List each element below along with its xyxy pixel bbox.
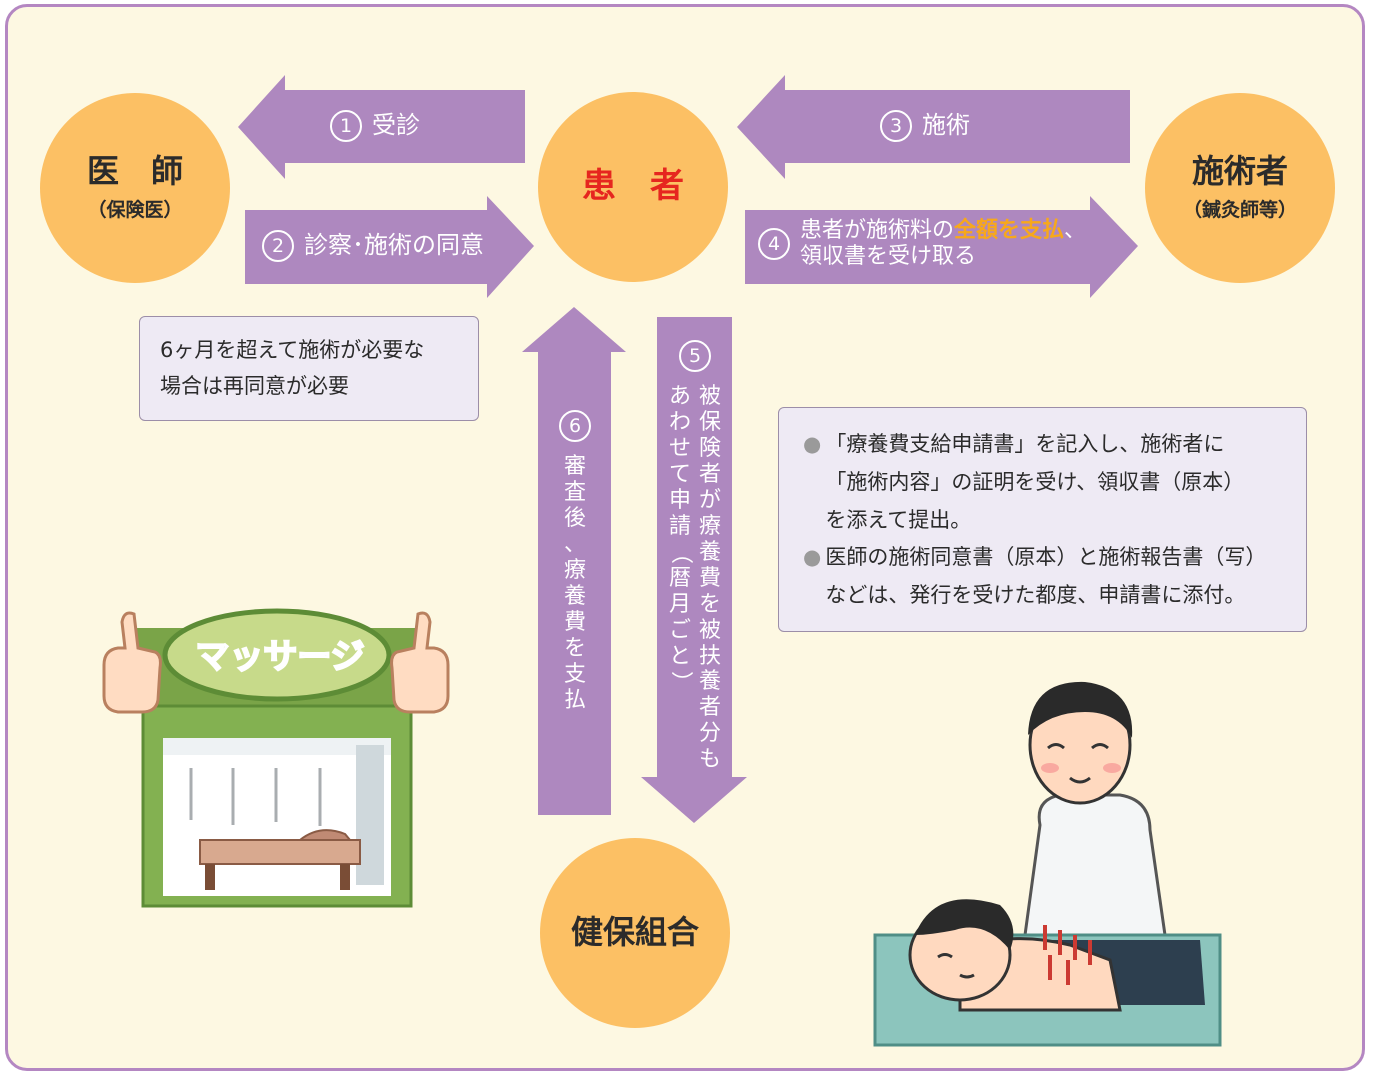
vertical-char: 分 bbox=[698, 721, 721, 747]
step-3-label: 3 施術 bbox=[880, 110, 970, 142]
vertical-char: 、 bbox=[563, 531, 586, 557]
vertical-char: 申 bbox=[668, 487, 691, 513]
vertical-char: て bbox=[668, 461, 691, 487]
application-note: ● 「療養費支給申請書」を記入し、施術者に 「施術内容」の証明を受け、領収書（原… bbox=[778, 407, 1307, 632]
vertical-char: ） bbox=[667, 671, 693, 694]
bullet-dot-1: ● bbox=[803, 432, 822, 456]
arrow-5-down bbox=[641, 317, 747, 823]
step-4-text-line2: 領収書を受け取る bbox=[800, 244, 977, 270]
doctor-title: 医 師 bbox=[86, 151, 183, 190]
vertical-char: わ bbox=[668, 409, 691, 435]
step-4-text-post: 、 bbox=[1064, 218, 1087, 243]
vertical-char: 者 bbox=[698, 695, 721, 721]
reconsent-note: 6ヶ月を超えて施術が必要な 場合は再同意が必要 bbox=[139, 316, 479, 421]
vertical-char: を bbox=[563, 635, 586, 661]
step-5-number: 5 bbox=[679, 340, 711, 372]
step-2-number: 2 bbox=[262, 230, 294, 262]
step-4-number: 4 bbox=[758, 228, 790, 261]
vertical-char: 査 bbox=[563, 479, 586, 505]
step-4-highlight: 全額を支払 bbox=[954, 218, 1065, 243]
vertical-char: 費 bbox=[698, 565, 721, 591]
step-1-number: 1 bbox=[330, 110, 362, 142]
vertical-char: 者 bbox=[698, 461, 721, 487]
vertical-char: 被 bbox=[698, 617, 721, 643]
vertical-char: （ bbox=[667, 541, 693, 564]
step-6-text: 審査後、療養費を支払 bbox=[556, 454, 594, 714]
vertical-char: あ bbox=[668, 384, 691, 409]
practitioner-title: 施術者 bbox=[1191, 151, 1288, 190]
vertical-char: を bbox=[698, 591, 721, 617]
step-2-text: 診察･施術の同意 bbox=[304, 231, 484, 259]
note-b1-line-3: を添えて提出。 bbox=[825, 507, 972, 532]
vertical-char: 費 bbox=[563, 609, 586, 635]
node-union: 健保組合 bbox=[540, 838, 730, 1028]
step-3-number: 3 bbox=[880, 110, 912, 142]
step-1-text: 受診 bbox=[372, 111, 420, 139]
arrow-6-up bbox=[522, 307, 626, 815]
note-b2-line-2: などは、発行を受けた都度、申請書に添付。 bbox=[825, 583, 1246, 608]
step-5-text-col2: あわせて申請（暦月ごと） bbox=[665, 384, 695, 773]
patient-title: 患 者 bbox=[582, 166, 684, 207]
arrow-4-right bbox=[745, 196, 1138, 298]
vertical-char: 支 bbox=[563, 661, 586, 687]
note-b2-line-1: 医師の施術同意書（原本）と施術報告書（写） bbox=[825, 545, 1267, 570]
doctor-subtitle: （保険医） bbox=[87, 199, 183, 222]
union-title: 健保組合 bbox=[570, 913, 699, 952]
vertical-char: ご bbox=[668, 617, 691, 643]
vertical-char: と bbox=[668, 643, 691, 669]
note-b1-line-2: 「施術内容」の証明を受け、領収書（原本） bbox=[825, 469, 1245, 494]
vertical-char: 険 bbox=[698, 435, 721, 461]
step-5-label: 5 被保険者が療養費を被扶養者分も あわせて申請（暦月ごと） bbox=[664, 340, 726, 773]
node-practitioner: 施術者 （鍼灸師等） bbox=[1145, 93, 1335, 283]
shop-sign-text: マッサージ bbox=[194, 636, 365, 678]
vertical-char: 払 bbox=[563, 687, 586, 713]
vertical-char: 審 bbox=[563, 454, 586, 479]
vertical-char: も bbox=[698, 747, 721, 773]
note-bullet-1: ● 「療養費支給申請書」を記入し、施術者に 「施術内容」の証明を受け、領収書（原… bbox=[803, 426, 1286, 539]
reconsent-line-2: 場合は再同意が必要 bbox=[160, 373, 349, 398]
step-5-text-col1: 被保険者が療養費を被扶養者分も bbox=[695, 384, 725, 773]
vertical-char: が bbox=[698, 487, 721, 513]
step-1-label: 1 受診 bbox=[330, 110, 420, 142]
vertical-char: 保 bbox=[698, 409, 721, 435]
vertical-char: 後 bbox=[563, 505, 586, 531]
vertical-char: 暦 bbox=[668, 565, 691, 591]
step-6-label: 6 審査後、療養費を支払 bbox=[556, 410, 594, 714]
node-patient: 患 者 bbox=[538, 92, 728, 282]
step-6-number: 6 bbox=[559, 410, 591, 442]
arrow-1-left bbox=[238, 75, 525, 179]
vertical-char: 扶 bbox=[698, 643, 721, 669]
step-4-text-pre: 患者が施術料の bbox=[800, 218, 955, 243]
vertical-char: 月 bbox=[668, 591, 691, 617]
arrow-3-left bbox=[737, 75, 1130, 179]
acupuncture-therapist-illustration bbox=[873, 681, 1222, 1047]
vertical-char: 療 bbox=[698, 513, 721, 539]
vertical-char: 養 bbox=[563, 583, 586, 609]
note-bullet-2: ● 医師の施術同意書（原本）と施術報告書（写） などは、発行を受けた都度、申請書… bbox=[803, 539, 1286, 615]
bullet-dot-2: ● bbox=[803, 545, 822, 570]
vertical-char: 被 bbox=[698, 384, 721, 409]
vertical-char: 養 bbox=[698, 539, 721, 565]
step-2-label: 2 診察･施術の同意 bbox=[262, 230, 484, 262]
node-doctor: 医 師 （保険医） bbox=[40, 93, 230, 283]
reconsent-line-1: 6ヶ月を超えて施術が必要な bbox=[160, 338, 425, 362]
arrow-2-right bbox=[245, 196, 534, 298]
massage-shop-illustration bbox=[102, 608, 450, 908]
step-4-label: 4 患者が施術料の全額を支払、 領収書を受け取る bbox=[758, 218, 1086, 271]
vertical-char: 請 bbox=[668, 513, 691, 539]
step-3-text: 施術 bbox=[922, 111, 970, 139]
vertical-char: せ bbox=[668, 435, 691, 461]
practitioner-subtitle: （鍼灸師等） bbox=[1182, 199, 1297, 222]
shop-sign-label: マッサージ bbox=[195, 637, 364, 677]
note-b1-line-1: 「療養費支給申請書」を記入し、施術者に bbox=[825, 432, 1225, 456]
vertical-char: 養 bbox=[698, 669, 721, 695]
vertical-char: 療 bbox=[563, 557, 586, 583]
